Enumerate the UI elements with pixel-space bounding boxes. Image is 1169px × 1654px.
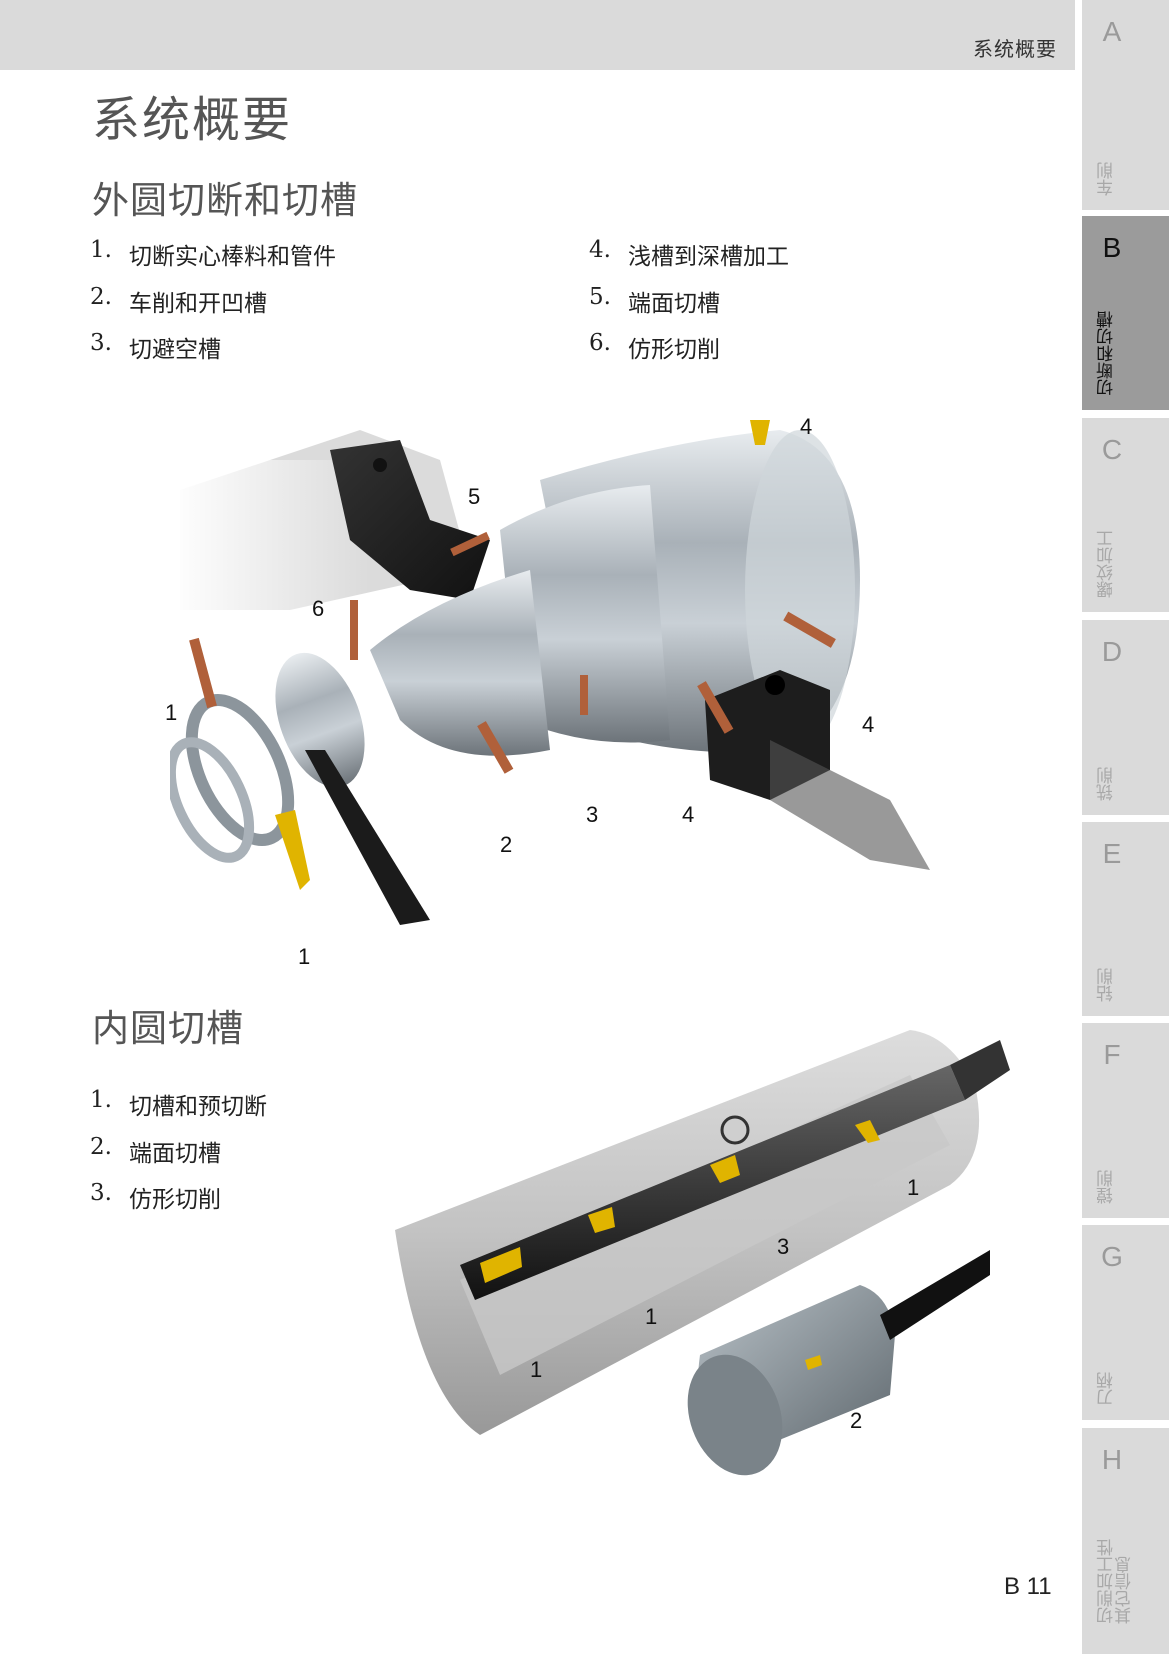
tab-label: 镗削 <box>1097 1170 1117 1204</box>
list-number: 5. <box>589 283 611 310</box>
list-text: 切避空槽 <box>129 337 221 363</box>
list-text: 浅槽到深槽加工 <box>628 244 789 270</box>
tab-label: 刀柄 <box>1097 1372 1117 1406</box>
header-title: 系统概要 <box>973 37 1057 61</box>
list-item: 4. 浅槽到深槽加工 <box>589 237 789 284</box>
tab-label: 螺纹加工 <box>1097 530 1117 598</box>
list-item: 2. 车削和开凹槽 <box>90 284 336 331</box>
list-text: 端面切槽 <box>628 290 720 317</box>
tab-letter: A <box>1102 16 1122 47</box>
list-text: 端面切槽 <box>129 1140 221 1167</box>
callout-label: 3 <box>777 1234 790 1259</box>
list-text: 切槽和预切断 <box>129 1094 267 1120</box>
callout-label: 4 <box>682 802 695 827</box>
tab-f-boring[interactable]: F 镗削 <box>1082 1023 1169 1218</box>
tab-letter: D <box>1101 636 1123 667</box>
list-number: 3. <box>90 1180 112 1206</box>
list-item: 3. 仿形切削 <box>90 1180 267 1227</box>
page-number: B 11 <box>1004 1573 1052 1600</box>
page-title: 系统概要 <box>92 92 293 148</box>
callout-label: 5 <box>468 484 481 509</box>
tab-letter: B <box>1102 232 1122 263</box>
list-item: 6. 仿形切削 <box>589 330 789 377</box>
internal-list: 1. 切槽和预切断 2. 端面切槽 3. 仿形切削 <box>90 1087 267 1227</box>
tab-label: 铣削 <box>1097 767 1117 801</box>
section-tab-strip: A 车削 B 切断和切槽 C 螺纹加工 D 铣削 E 钻削 F 镗削 G 刀柄 … <box>1082 0 1169 1654</box>
callout-label: 1 <box>298 944 311 969</box>
tab-g-tool-holding[interactable]: G 刀柄 <box>1082 1225 1169 1420</box>
list-text: 仿形切削 <box>628 337 720 363</box>
tab-a-turning[interactable]: A 车削 <box>1082 0 1169 210</box>
list-number: 6. <box>589 330 611 356</box>
external-section-title: 外圆切断和切槽 <box>92 179 358 222</box>
list-number: 1. <box>90 1087 112 1113</box>
list-number: 4. <box>589 237 611 263</box>
tab-label: 切削加工性 其它信息 <box>1097 1539 1135 1624</box>
callout-label: 6 <box>312 596 325 621</box>
bore-illustration <box>395 1030 1010 1476</box>
callout-label: 1 <box>907 1175 920 1200</box>
tab-letter: E <box>1102 838 1122 869</box>
list-text: 切断实心棒料和管件 <box>129 244 336 270</box>
external-list-left: 1. 切断实心棒料和管件 2. 车削和开凹槽 3. 切避空槽 <box>90 237 336 377</box>
callout-label: 3 <box>586 802 599 827</box>
tab-label: 车削 <box>1097 162 1117 196</box>
tab-letter: C <box>1101 434 1123 465</box>
internal-grooving-illustration: 1 3 1 1 2 <box>390 1015 1050 1535</box>
tab-h-machinability-other[interactable]: H 切削加工性 其它信息 <box>1082 1428 1169 1654</box>
callout-label: 4 <box>800 414 813 439</box>
external-grooving-illustration: 4 5 6 1 4 2 3 4 1 <box>165 414 950 980</box>
list-number: 3. <box>90 330 112 356</box>
tab-b-parting-grooving[interactable]: B 切断和切槽 <box>1082 216 1169 410</box>
callout-label: 4 <box>862 712 875 737</box>
tab-c-threading[interactable]: C 螺纹加工 <box>1082 418 1169 612</box>
tab-d-milling[interactable]: D 铣削 <box>1082 620 1169 815</box>
tab-letter: G <box>1101 1241 1123 1272</box>
tab-e-drilling[interactable]: E 钻削 <box>1082 822 1169 1016</box>
tab-letter: H <box>1101 1444 1123 1475</box>
callout-label: 2 <box>500 832 513 857</box>
list-item: 1. 切槽和预切断 <box>90 1087 267 1134</box>
tab-label: 钻削 <box>1097 968 1117 1002</box>
list-item: 3. 切避空槽 <box>90 330 336 377</box>
list-number: 2. <box>90 283 112 310</box>
callout-label: 1 <box>165 700 178 725</box>
header-bar: 系统概要 <box>0 0 1075 70</box>
list-number: 2. <box>90 1133 112 1160</box>
list-text: 车削和开凹槽 <box>129 290 267 317</box>
list-text: 仿形切削 <box>129 1187 221 1213</box>
callout-label: 1 <box>530 1357 543 1382</box>
list-item: 5. 端面切槽 <box>589 284 789 331</box>
tab-letter: F <box>1103 1039 1121 1070</box>
callout-label: 2 <box>850 1408 863 1433</box>
tab-label: 切断和切槽 <box>1097 311 1117 396</box>
workpiece-illustration <box>165 420 930 925</box>
list-item: 2. 端面切槽 <box>90 1134 267 1181</box>
callout-label: 1 <box>645 1304 658 1329</box>
list-number: 1. <box>90 237 112 263</box>
internal-section-title: 内圆切槽 <box>92 1007 244 1050</box>
external-list-right: 4. 浅槽到深槽加工 5. 端面切槽 6. 仿形切削 <box>589 237 789 377</box>
list-item: 1. 切断实心棒料和管件 <box>90 237 336 284</box>
